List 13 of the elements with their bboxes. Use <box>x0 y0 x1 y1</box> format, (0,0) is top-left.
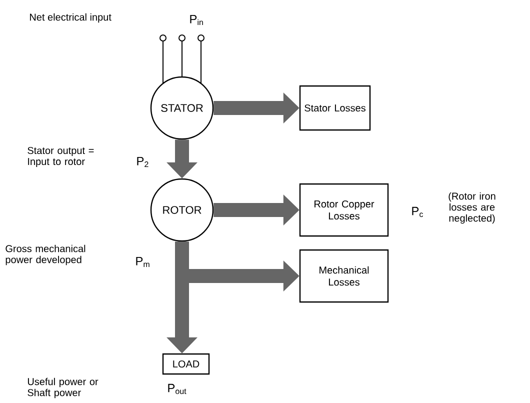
load-box: LOAD <box>162 353 210 375</box>
annotation-text: Gross mechanical power developed <box>6 244 86 266</box>
annotation-text: Net electrical input <box>30 13 112 23</box>
annotation-text: Stator output = Input to rotor <box>28 146 94 167</box>
annotation-text: (Rotor iron losses are neglected) <box>448 192 496 224</box>
loss-box: Stator Losses <box>299 85 371 131</box>
annotation-text: Useful power or Shaft power <box>28 378 98 398</box>
annotation-text: P$_{m}$ <box>136 256 150 268</box>
annotation-text: P$_{2}$ <box>137 156 148 168</box>
annotation-text: P$_{in}$ <box>190 14 203 26</box>
loss-box: Mechanical Losses <box>299 249 389 303</box>
annotation-text: P$_{c}$ <box>412 206 423 218</box>
loss-box: Rotor Copper Losses <box>299 183 389 237</box>
